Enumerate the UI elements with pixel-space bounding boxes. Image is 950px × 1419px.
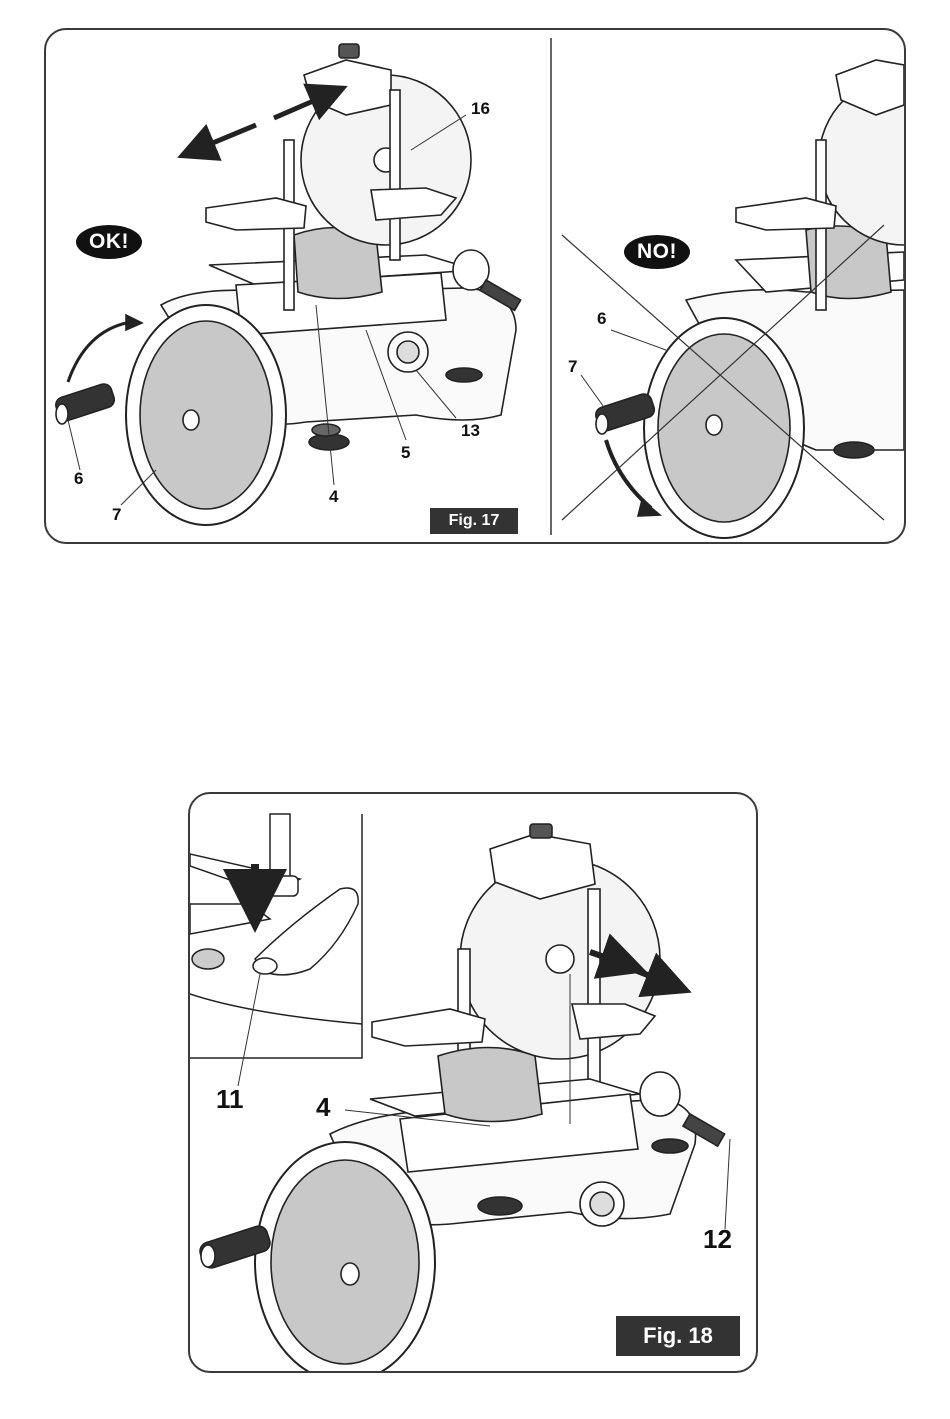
slicer-no-drawing — [562, 60, 904, 538]
figure-18-illustration — [190, 794, 756, 1371]
callout-16: 16 — [471, 100, 490, 117]
no-badge: NO! — [624, 235, 690, 269]
inset-detail — [190, 814, 362, 1086]
callout-5: 5 — [401, 444, 410, 461]
callout-4: 4 — [329, 488, 338, 505]
slicer-fig18-drawing — [198, 824, 730, 1371]
figure-17-label: Fig. 17 — [430, 508, 518, 534]
callout-6-no: 6 — [597, 310, 606, 327]
callout-13: 13 — [461, 422, 480, 439]
callout-12: 12 — [703, 1226, 732, 1252]
figure-18-panel: 11 4 12 Fig. 18 — [188, 792, 758, 1373]
callout-7-no: 7 — [568, 358, 577, 375]
callout-4-fig18: 4 — [316, 1094, 330, 1120]
callout-11: 11 — [216, 1086, 244, 1112]
figure-17-panel: OK! NO! 16 13 5 4 6 7 6 7 Fig. 17 — [44, 28, 906, 544]
figure-18-label: Fig. 18 — [616, 1316, 740, 1356]
callout-7: 7 — [112, 506, 121, 523]
callout-6: 6 — [74, 470, 83, 487]
slicer-ok-drawing — [54, 44, 521, 525]
ok-badge: OK! — [76, 225, 142, 259]
